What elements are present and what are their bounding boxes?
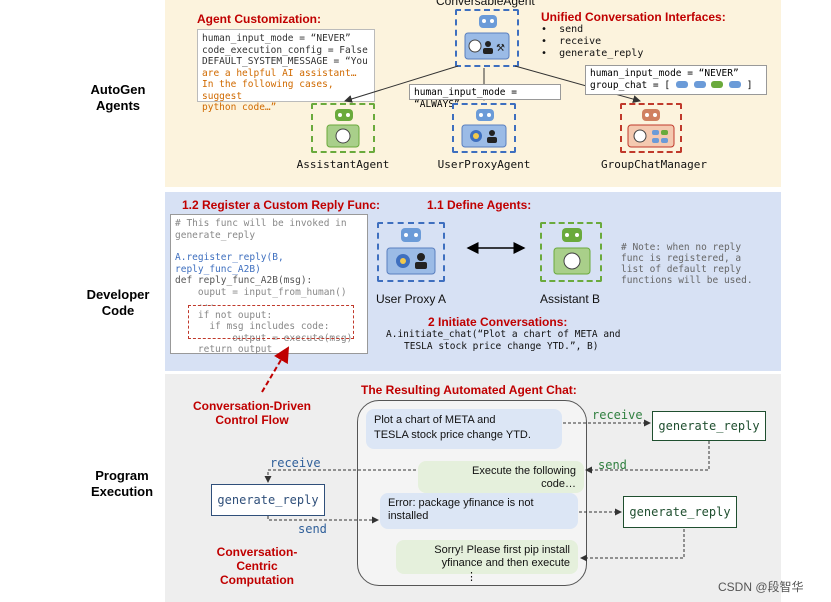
code-line: reply_func_A2B)	[175, 263, 261, 275]
code-line: python code…”	[202, 102, 277, 113]
register-reply-title: 1.2 Register a Custom Reply Func:	[182, 198, 381, 212]
generate-reply-box-assistant-2: generate_reply	[623, 496, 737, 528]
code-line: generate_reply	[175, 229, 256, 241]
code-line: if not ouput:	[175, 309, 273, 321]
assistant-b-box	[540, 222, 602, 282]
reply-func-code: # This func will be invoked in generate_…	[170, 214, 368, 355]
userproxy-robot-icon	[461, 109, 507, 148]
callout-text: human_input_mode = “ALWAYS”	[414, 87, 517, 110]
receive-label-assistant: receive	[592, 408, 643, 422]
userproxy-agent-box	[452, 103, 516, 153]
chat-message-2: Execute the following code…	[418, 461, 584, 493]
define-agents-title: 1.1 Define Agents:	[427, 198, 532, 212]
initiate-conversations-title: 2 Initiate Conversations:	[428, 315, 568, 329]
code-line: human_input_mode = “NEVER”	[202, 33, 351, 44]
note-line: functions will be used.	[621, 275, 753, 286]
computation-label: Conversation-Centric Computation	[216, 545, 298, 587]
message-flow-arrows	[264, 419, 710, 562]
groupchat-manager-box	[620, 103, 682, 153]
callout-line: group_chat = [ ]	[590, 79, 753, 91]
automated-chat-title: The Resulting Automated Agent Chat:	[361, 383, 577, 397]
watermark: CSDN @段智华	[718, 580, 804, 594]
conversable-agent-title: ConversableAgent	[436, 0, 535, 8]
note-line: # Note: when no reply	[621, 242, 742, 253]
conversable-robot-icon: ⚒	[464, 15, 510, 60]
list-item: • generate_reply	[541, 48, 644, 59]
code-line: A.register_reply(B,	[175, 252, 284, 263]
user-proxy-callout: human_input_mode = “ALWAYS”	[409, 84, 561, 110]
code-line: def reply_func_A2B(msg):	[175, 275, 313, 286]
assistant-b-robot-icon	[553, 228, 591, 275]
generate-reply-box-assistant-1: generate_reply	[652, 411, 766, 441]
callout-line: human_input_mode = “NEVER”	[590, 68, 739, 79]
send-label-userproxy: send	[298, 522, 327, 536]
agent-mini-icon	[675, 80, 688, 88]
unified-interfaces-list: • send • receive • generate_reply	[541, 24, 643, 60]
conversable-agent-box: ⚒	[455, 9, 519, 67]
chat-message-4: Sorry! Please first pip install yfinance…	[396, 540, 578, 574]
receive-label-userproxy: receive	[270, 456, 321, 470]
code-line: return output	[175, 344, 273, 355]
default-reply-note: # Note: when no reply func is registered…	[621, 242, 753, 286]
agent-mini-icon	[711, 80, 724, 88]
user-proxy-a-label: User Proxy A	[376, 292, 447, 306]
send-label-assistant: send	[598, 458, 627, 472]
code-line: TESLA stock price change YTD.”, B)	[404, 340, 599, 352]
assistant-robot-icon	[326, 109, 360, 148]
generate-reply-box-userproxy: generate_reply	[211, 484, 325, 516]
groupchat-robot-icon	[627, 109, 675, 148]
list-item: • send	[541, 24, 584, 35]
user-proxy-robot-icon	[386, 228, 436, 275]
chat-message-1: Plot a chart of META and TESLA stock pri…	[366, 409, 562, 449]
code-line: A.initiate_chat(“Plot a chart of META an…	[386, 329, 621, 340]
agent-customization-code: human_input_mode = “NEVER” code_executio…	[197, 29, 375, 113]
assistant-b-label: Assistant B	[540, 292, 601, 306]
note-line: list of default reply	[621, 264, 742, 275]
userproxy-agent-label: UserProxyAgent	[437, 158, 531, 171]
agent-mini-icon	[729, 80, 742, 88]
groupchat-manager-label: GroupChatManager	[601, 158, 707, 171]
chat-message-3: Error: package yfinance is not installed	[380, 493, 578, 529]
row-label-developer: Developer Code	[86, 287, 150, 318]
code-line: code_execution_config = False	[202, 44, 368, 56]
code-line: ouput = input_from_human()	[175, 286, 347, 298]
user-proxy-a-box	[377, 222, 445, 282]
assistant-agent-box	[311, 103, 375, 153]
control-flow-label: Conversation-Driven Control Flow	[192, 399, 312, 427]
agent-customization-title: Agent Customization:	[197, 12, 321, 26]
svg-text:⚒: ⚒	[496, 43, 505, 54]
chat-continuation-ellipsis: ⋮	[466, 571, 477, 583]
agent-mini-icon	[693, 80, 706, 88]
code-line: In the following cases, suggest	[202, 79, 334, 102]
code-line: ...	[175, 298, 216, 309]
code-line: are a helpful AI assistant…	[202, 67, 357, 79]
code-line: DEFAULT_SYSTEM_MESSAGE = “You	[202, 56, 368, 67]
group-chat-callout: human_input_mode = “NEVER” group_chat = …	[585, 65, 767, 95]
unified-interfaces-title: Unified Conversation Interfaces:	[541, 10, 726, 24]
control-flow-arrow	[261, 346, 290, 393]
list-item: • receive	[541, 36, 602, 47]
note-line: func is registered, a	[621, 253, 742, 264]
code-line: if msg includes code:	[175, 321, 330, 332]
code-line	[175, 241, 363, 252]
assistant-agent-label: AssistantAgent	[296, 158, 390, 171]
row-label-autogen: AutoGen Agents	[90, 82, 146, 113]
code-line: # This func will be invoked in	[175, 218, 347, 229]
execute-highlight-box	[188, 305, 354, 339]
bidirectional-arrow	[466, 242, 526, 254]
initiate-chat-code: A.initiate_chat(“Plot a chart of META an…	[386, 329, 621, 352]
row-label-execution: Program Execution	[90, 468, 154, 499]
